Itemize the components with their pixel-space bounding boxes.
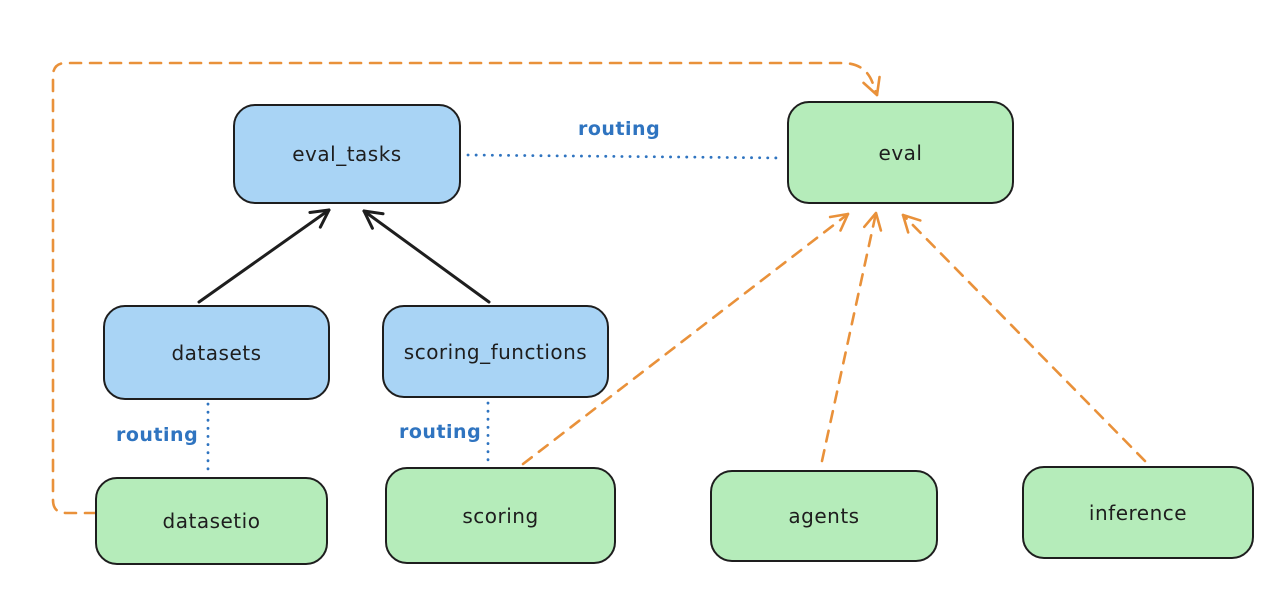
node-agents-label: agents	[788, 504, 860, 528]
node-datasets: datasets	[103, 305, 330, 400]
edge-label-routing-datasets-datasetio: routing	[116, 424, 199, 446]
node-datasetio-label: datasetio	[162, 509, 261, 533]
node-eval-tasks-label: eval_tasks	[292, 142, 402, 166]
node-inference-label: inference	[1088, 500, 1188, 525]
edge-datasetio-to-eval	[51, 61, 881, 515]
node-eval-tasks: eval_tasks	[233, 104, 461, 204]
node-eval: eval	[787, 101, 1014, 204]
node-scoring-functions-label: scoring_functions	[403, 339, 588, 364]
node-eval-label: eval	[878, 140, 923, 165]
edge-inference-to-eval	[901, 213, 1147, 463]
node-scoring-functions: scoring_functions	[382, 305, 609, 398]
edge-label-routing-scoring-functions-scoring: routing	[399, 421, 482, 443]
node-scoring-label: scoring	[462, 503, 539, 528]
node-datasetio: datasetio	[95, 477, 328, 565]
edge-agents-to-eval	[820, 211, 883, 463]
edge-scoring-to-eval	[521, 212, 850, 466]
edge-datasets-to-eval-tasks	[197, 208, 331, 304]
edge-scoring-functions-to-eval-tasks	[362, 209, 491, 304]
node-datasets-label: datasets	[171, 340, 262, 365]
node-inference: inference	[1022, 466, 1254, 559]
node-scoring: scoring	[385, 467, 616, 564]
edge-label-routing-eval-tasks-eval: routing	[578, 118, 661, 140]
edge-eval-tasks-to-eval-routing	[466, 153, 785, 160]
node-agents: agents	[710, 470, 938, 562]
